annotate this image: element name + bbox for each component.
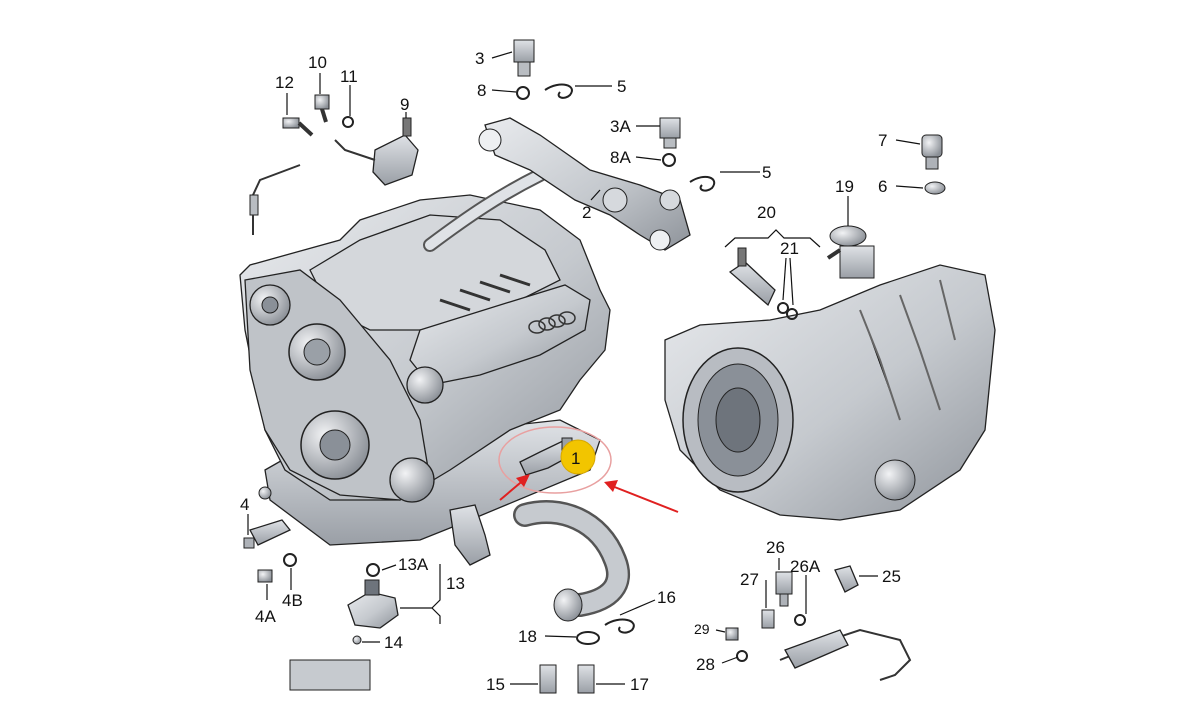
callout-27[interactable]: 27 (740, 570, 759, 589)
callout-29[interactable]: 29 (694, 621, 710, 637)
callout-19[interactable]: 19 (835, 177, 854, 196)
bolt-29 (725, 627, 739, 641)
four-rings-logo (528, 311, 576, 334)
callout-18[interactable]: 18 (518, 627, 537, 646)
sensor-26 (775, 571, 793, 607)
callout-13[interactable]: 13 (446, 574, 465, 593)
pressure-switch-25 (834, 565, 859, 593)
o-ring-21b (786, 308, 798, 320)
o-ring-8 (516, 86, 530, 100)
temperature-sensor-3a (659, 117, 681, 149)
callout-3[interactable]: 3 (475, 49, 484, 68)
leader-lines (247, 51, 924, 685)
callout-5-upper[interactable]: 5 (617, 77, 626, 96)
callout-17[interactable]: 17 (630, 675, 649, 694)
sensor-17 (577, 664, 595, 694)
bolt-12 (282, 117, 314, 137)
sensor-15 (539, 664, 557, 694)
callout-10[interactable]: 10 (308, 53, 327, 72)
temperature-sensor-3 (513, 39, 535, 77)
red-arrow-left (499, 474, 530, 501)
callout-labels: 1 2 3 3A 4 4A 4B 5 5 6 7 8 8A 9 10 11 12… (240, 49, 901, 694)
washer-4b (283, 553, 297, 567)
callout-26[interactable]: 26 (766, 538, 785, 557)
callout-9[interactable]: 9 (400, 95, 409, 114)
retaining-clip-5-lower (689, 175, 716, 192)
sensor-4 (243, 486, 292, 549)
coolant-hose (513, 500, 631, 622)
callout-20[interactable]: 20 (757, 203, 776, 222)
callout-16[interactable]: 16 (657, 588, 676, 607)
engine-block-icon (239, 194, 611, 566)
callout-2[interactable]: 2 (582, 203, 591, 222)
callout-11[interactable]: 11 (340, 67, 358, 86)
bolt-10 (314, 94, 330, 123)
o-ring-8a (662, 153, 676, 167)
pressure-sensor-9 (249, 117, 419, 235)
washer-28 (736, 650, 748, 662)
callout-25[interactable]: 25 (882, 567, 901, 586)
callout-28[interactable]: 28 (696, 655, 715, 674)
callout-26a[interactable]: 26A (790, 557, 821, 576)
highlight-part-1 (498, 426, 612, 494)
callout-15[interactable]: 15 (486, 675, 505, 694)
bracket-bottom (289, 659, 371, 691)
bolt-7 (921, 134, 943, 170)
washer-6 (924, 181, 946, 195)
red-arrow-right (604, 480, 679, 513)
callout-14[interactable]: 14 (384, 633, 403, 652)
o-ring-18 (576, 631, 600, 645)
callout-5-lower[interactable]: 5 (762, 163, 771, 182)
callout-7[interactable]: 7 (878, 131, 887, 150)
callout-8a[interactable]: 8A (610, 148, 631, 167)
callout-4a[interactable]: 4A (255, 607, 276, 626)
callout-1[interactable]: 1 (571, 449, 580, 468)
callout-3a[interactable]: 3A (610, 117, 631, 136)
retaining-clip-16 (604, 618, 635, 634)
callout-4b[interactable]: 4B (282, 591, 303, 610)
engine-mount-13 (347, 579, 399, 645)
o-ring-26a (794, 614, 806, 626)
transmission-housing-icon (664, 264, 996, 521)
wiring-harness (779, 628, 912, 681)
washer-13a (366, 563, 380, 577)
callout-8[interactable]: 8 (477, 81, 486, 100)
callout-13a[interactable]: 13A (398, 555, 429, 574)
retaining-clip-5-upper (544, 83, 573, 99)
o-ring-21a (777, 302, 789, 314)
callout-4[interactable]: 4 (240, 495, 249, 514)
callout-21[interactable]: 21 (780, 239, 799, 258)
coolant-pipe-assembly (423, 117, 691, 252)
solenoid-valve-19 (826, 225, 875, 279)
speed-sensor-20 (728, 247, 776, 307)
callout-6[interactable]: 6 (878, 177, 887, 196)
bolt-4a (257, 569, 273, 583)
callout-12[interactable]: 12 (275, 73, 294, 92)
washer-11 (342, 116, 354, 128)
temperature-sender-27 (761, 609, 775, 629)
